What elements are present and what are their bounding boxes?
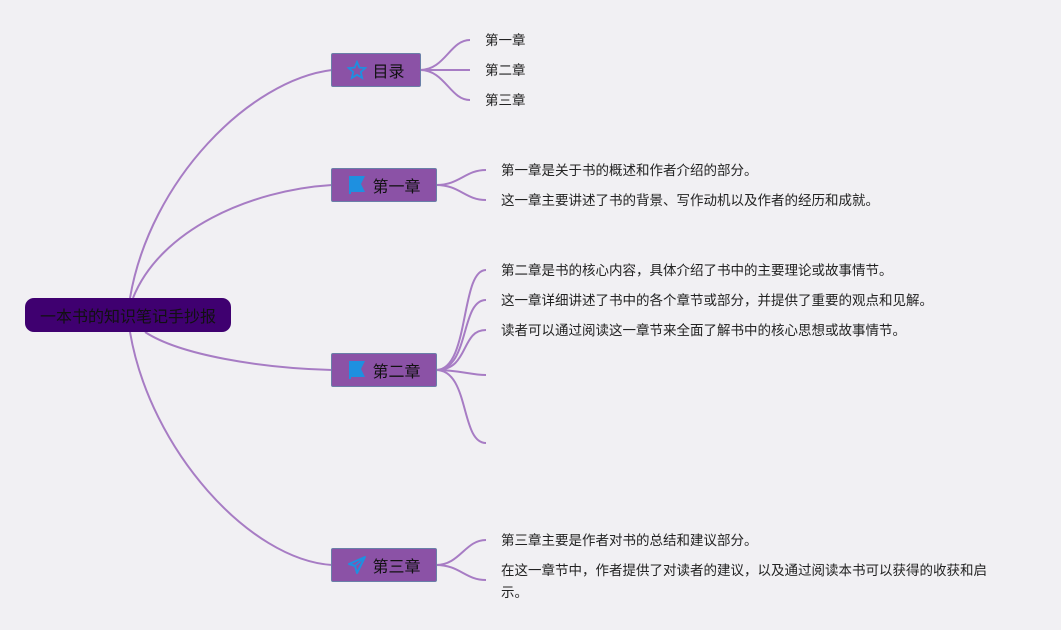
branch-toc[interactable]: 目录 [331,53,421,87]
edge-root-ch1 [132,184,333,299]
leaf[interactable]: 第二章 [485,63,526,79]
branch-chapter-1[interactable]: 第一章 [331,168,437,202]
branch-chapter-2[interactable]: 第二章 [331,353,437,387]
leaf[interactable]: 第一章是关于书的概述和作者介绍的部分。 [501,163,758,179]
branch-label: 第二章 [372,362,421,381]
edge-root-toc [129,69,333,299]
leaf[interactable]: 这一章主要讲述了书的背景、写作动机以及作者的经历和成就。 [501,193,879,209]
root-label: 一本书的知识笔记手抄报 [39,307,216,326]
leaf[interactable]: 第二章是书的核心内容，具体介绍了书中的主要理论或故事情节。 [501,263,893,279]
root-node[interactable]: 一本书的知识笔记手抄报 [25,298,231,332]
star-icon [347,60,368,80]
leaf[interactable]: 第三章主要是作者对书的总结和建议部分。 [501,533,758,549]
leaf[interactable]: 第一章 [485,33,526,49]
branch-label: 第三章 [372,557,421,576]
edge-root-ch3 [129,331,333,566]
flag-icon [347,175,367,195]
leaf[interactable]: 在这一章节中，作者提供了对读者的建议，以及通过阅读本书可以获得的收获和启示。 [501,563,987,601]
edge-root-ch2 [144,331,333,371]
branch-chapter-3[interactable]: 第三章 [331,548,437,582]
branch-label: 第一章 [372,177,421,196]
leaf[interactable]: 第三章 [485,93,526,109]
leaf[interactable]: 这一章详细讲述了书中的各个章节或部分，并提供了重要的观点和见解。 [501,293,933,309]
branch-label: 目录 [372,62,405,81]
send-icon [347,555,367,575]
leaf[interactable]: 读者可以通过阅读这一章节来全面了解书中的核心思想或故事情节。 [501,323,906,339]
flag-icon [347,360,367,380]
